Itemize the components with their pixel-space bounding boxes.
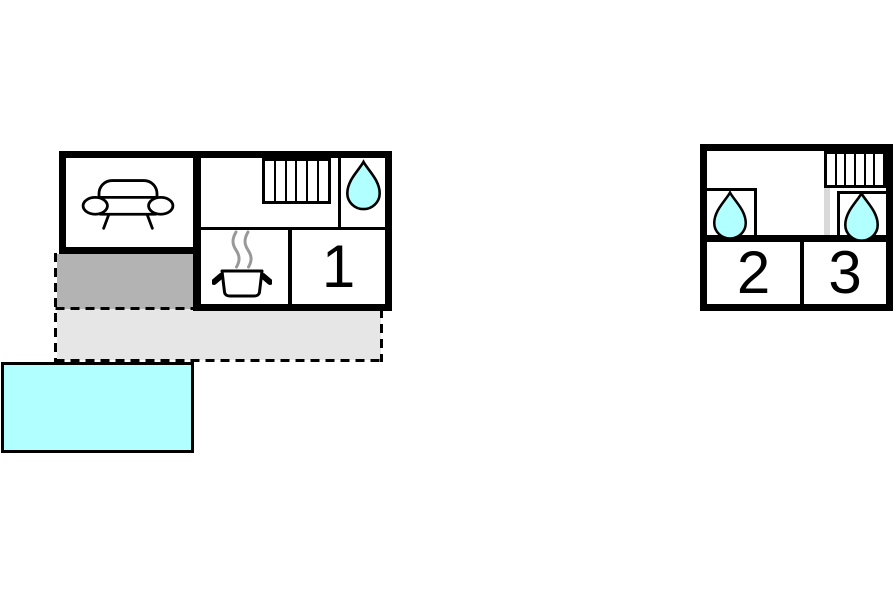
wall bbox=[59, 151, 66, 254]
wall bbox=[59, 247, 201, 254]
swimming-pool bbox=[1, 362, 194, 453]
bedroom-3-label: 3 bbox=[828, 239, 862, 306]
radiator-cell bbox=[856, 154, 866, 185]
wall bbox=[707, 188, 757, 191]
water-drop-icon bbox=[712, 191, 748, 240]
wall bbox=[800, 242, 804, 304]
radiator-cell bbox=[875, 154, 883, 185]
radiator-cell bbox=[319, 161, 328, 201]
wall bbox=[288, 230, 292, 304]
bathroom-right bbox=[842, 192, 881, 242]
bathroom-left bbox=[712, 191, 748, 240]
radiator-icon bbox=[262, 158, 331, 204]
wall bbox=[700, 144, 893, 151]
cooking-pot-icon bbox=[212, 230, 272, 298]
radiator-icon bbox=[824, 151, 886, 188]
radiator-cell bbox=[846, 154, 857, 185]
radiator-cell bbox=[827, 154, 837, 185]
radiator-cell bbox=[297, 161, 309, 201]
wall bbox=[700, 304, 893, 311]
wall bbox=[201, 227, 385, 230]
living-room bbox=[80, 174, 176, 232]
wall bbox=[59, 151, 392, 158]
radiator-cell bbox=[837, 154, 847, 185]
wall bbox=[338, 158, 341, 230]
kitchen bbox=[212, 230, 272, 298]
radiator-cell bbox=[265, 161, 276, 201]
wall bbox=[193, 151, 201, 311]
radiator-cell bbox=[866, 154, 876, 185]
wall-shadow bbox=[824, 188, 830, 235]
wall bbox=[754, 188, 757, 235]
wall bbox=[837, 191, 840, 235]
bedroom-2-label: 2 bbox=[736, 239, 771, 306]
bathroom bbox=[345, 159, 382, 212]
open-terrace bbox=[57, 309, 381, 360]
wall bbox=[700, 144, 707, 311]
wall bbox=[385, 151, 392, 311]
radiator-cell bbox=[276, 161, 287, 201]
radiator-cell bbox=[308, 161, 320, 201]
radiator-cell bbox=[287, 161, 298, 201]
wall bbox=[886, 144, 893, 311]
wall bbox=[193, 304, 392, 311]
bedroom-1-label: 1 bbox=[321, 233, 356, 300]
water-drop-icon bbox=[346, 159, 381, 211]
covered-terrace bbox=[57, 254, 193, 309]
water-drop-icon bbox=[843, 192, 880, 242]
wall bbox=[707, 235, 886, 242]
sofa-icon bbox=[81, 179, 175, 230]
